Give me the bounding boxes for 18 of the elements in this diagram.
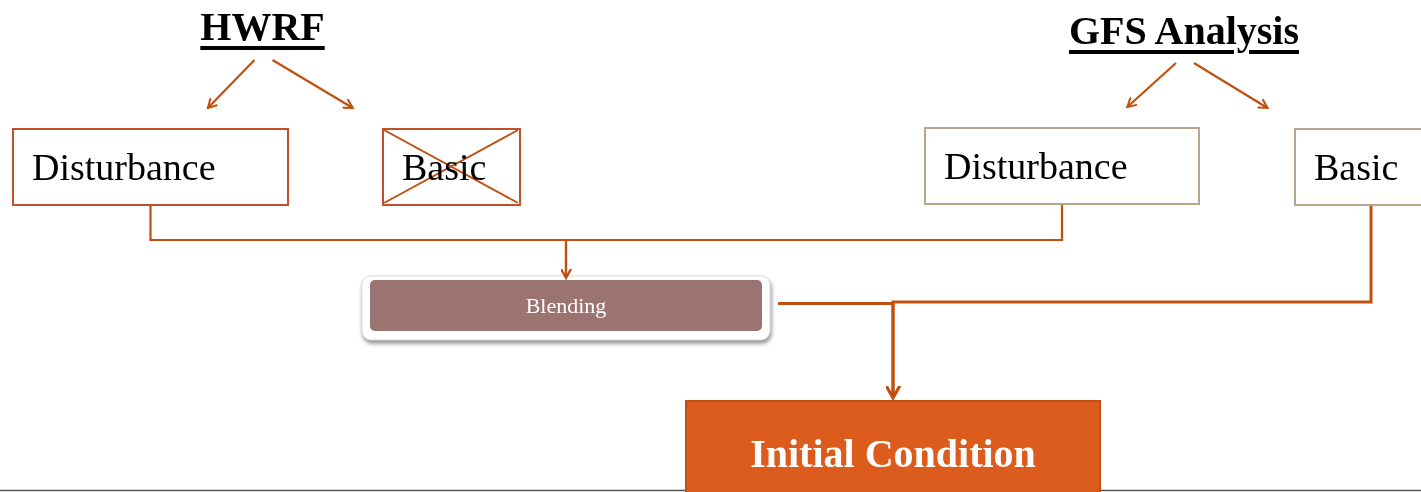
arrow: [206, 59, 256, 109]
heading: HWRF: [200, 2, 325, 50]
box-label: Disturbance: [944, 144, 1128, 188]
process-box: [1294, 128, 1421, 206]
box-label: Disturbance: [32, 145, 216, 189]
arrow: [271, 59, 354, 109]
arrow: [560, 205, 1064, 279]
box-label: Initial Condition: [750, 430, 1036, 477]
box-label: Basic: [1314, 145, 1399, 189]
arrow: [885, 206, 1373, 400]
arrow: [1193, 62, 1269, 109]
process-box: [12, 128, 289, 206]
result-box: [685, 400, 1101, 492]
heading: GFS Analysis: [1068, 6, 1300, 54]
process-box: [924, 127, 1200, 205]
box-label: Blending: [525, 292, 607, 319]
arrow: [1126, 62, 1177, 108]
process-box: [370, 280, 762, 331]
